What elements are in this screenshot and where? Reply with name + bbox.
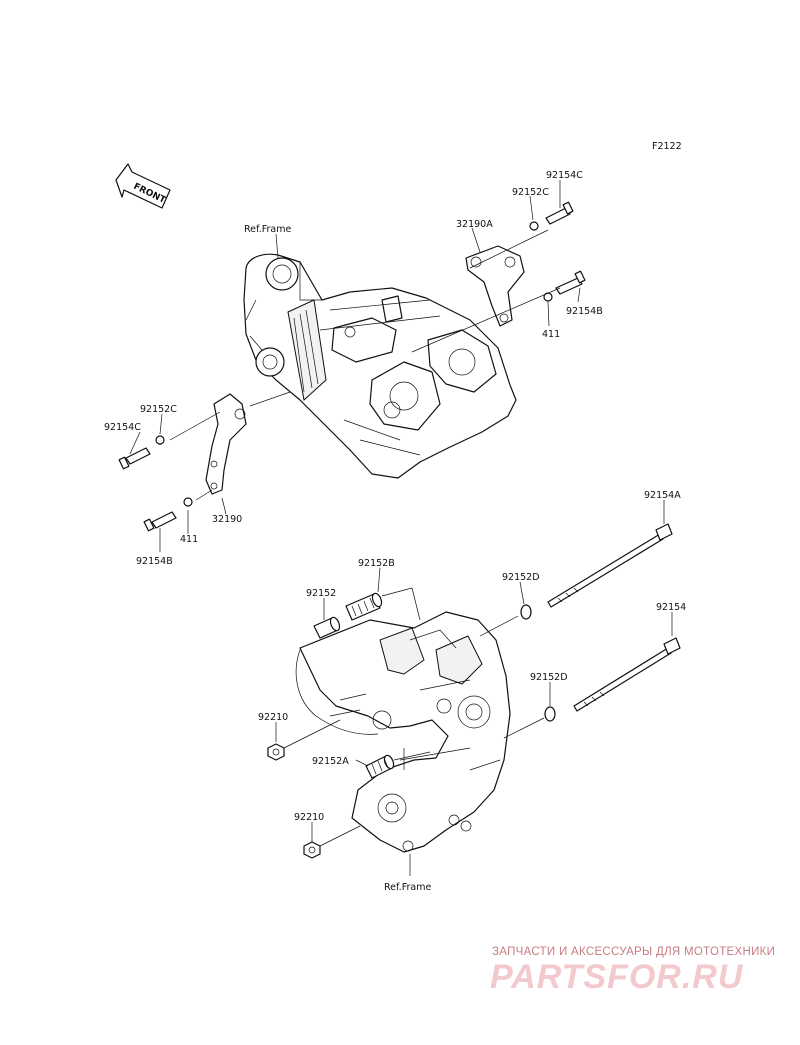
label-32190a: 32190A <box>456 219 493 230</box>
label-92152: 92152 <box>306 588 336 599</box>
watermark-tagline: ЗАПЧАСТИ И АКСЕССУАРЫ ДЛЯ МОТОТЕХНИКИ <box>492 946 776 958</box>
label-92154b-right: 92154B <box>566 306 603 317</box>
nut-92210-top <box>267 743 285 761</box>
label-92154c-left: 92154C <box>104 422 141 433</box>
main-frame-drawing <box>243 253 517 479</box>
label-92152c-right: 92152C <box>512 187 549 198</box>
label-ref-frame-bottom: Ref.Frame <box>384 882 431 893</box>
washer-92152d-top <box>520 604 532 620</box>
label-92154a: 92154A <box>644 490 681 501</box>
bolt-92154a <box>547 523 673 608</box>
label-92210-bottom: 92210 <box>294 812 324 823</box>
label-411-left: 411 <box>180 534 198 545</box>
bolt-92154c-right <box>545 201 574 225</box>
bracket-32190a <box>465 245 525 327</box>
label-411-right: 411 <box>542 329 560 340</box>
nut-92210-bottom <box>303 841 321 859</box>
lower-leader-lines <box>275 500 673 876</box>
upper-leader-lines <box>129 180 581 552</box>
collar-92152a <box>365 754 395 779</box>
label-92152b: 92152B <box>358 558 395 569</box>
front-arrow-icon: FRONT <box>115 163 171 209</box>
bolt-92154c-left <box>118 447 151 470</box>
bracket-32190 <box>205 393 247 495</box>
label-92210-top: 92210 <box>258 712 288 723</box>
lower-frame-drawing <box>295 611 511 853</box>
label-92154: 92154 <box>656 602 686 613</box>
watermark-brand: PARTSFOR.RU <box>490 958 744 996</box>
label-92154b-left: 92154B <box>136 556 173 567</box>
washer-92152d-bottom <box>544 706 556 722</box>
collar-92152 <box>313 616 341 639</box>
label-92152d-bottom: 92152D <box>530 672 568 683</box>
bolt-92154b-left <box>143 511 177 532</box>
bolt-92154b-right <box>555 270 586 295</box>
washer-92152c-right <box>529 221 539 231</box>
label-32190: 32190 <box>212 514 242 525</box>
bolt-92154 <box>573 637 681 712</box>
label-ref-frame-top: Ref.Frame <box>244 224 291 235</box>
label-92152c-left: 92152C <box>140 404 177 415</box>
label-92154c-right: 92154C <box>546 170 583 181</box>
washer-411-left <box>183 497 193 507</box>
collar-92152b <box>345 592 383 621</box>
diagram-code: F2122 <box>652 141 682 152</box>
label-92152a: 92152A <box>312 756 349 767</box>
washer-92152c-left <box>155 435 165 445</box>
label-92152d-top: 92152D <box>502 572 540 583</box>
